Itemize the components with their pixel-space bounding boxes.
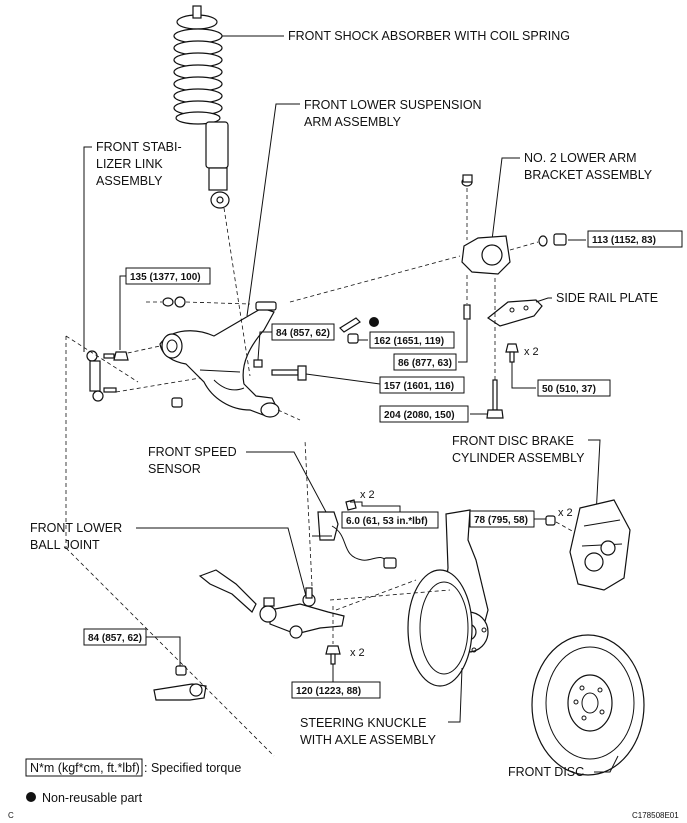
bolt-120	[325, 645, 341, 665]
torque-162: 162 (1651, 119)	[374, 336, 444, 347]
label-stab-3: ASSEMBLY	[96, 174, 163, 188]
label-side-rail: SIDE RAIL PLATE	[556, 291, 658, 305]
lower-suspension-arm	[159, 301, 280, 418]
torque-157: 157 (1601, 116)	[384, 381, 454, 392]
label-no2-1: NO. 2 LOWER ARM	[524, 151, 637, 165]
torque-6: 6.0 (61, 53 in.*lbf)	[346, 516, 428, 527]
mult-6: x 2	[360, 489, 375, 501]
bolt-204	[486, 379, 504, 419]
label-speed-2: SENSOR	[148, 462, 201, 476]
torque-120: 120 (1223, 88)	[296, 686, 361, 697]
legend-nonreusable-dot	[26, 792, 36, 802]
lower-ball-joint	[259, 587, 345, 639]
torque-78: 78 (795, 58)	[474, 515, 528, 526]
torque-113: 113 (1152, 83)	[592, 235, 656, 246]
nut-113	[538, 233, 567, 247]
legend-torque-box	[25, 758, 143, 777]
torque-86: 86 (877, 63)	[398, 358, 452, 369]
label-lower-arm-1: FRONT LOWER SUSPENSION	[304, 98, 482, 112]
nut-135	[113, 351, 129, 361]
label-ball-2: BALL JOINT	[30, 538, 100, 552]
shock-absorber	[173, 5, 230, 209]
speed-sensor	[312, 511, 397, 569]
stabilizer-link	[86, 350, 117, 402]
label-brake-1: FRONT DISC BRAKE	[452, 434, 574, 448]
label-stab-2: LIZER LINK	[96, 157, 163, 171]
label-speed-1: FRONT SPEED	[148, 445, 237, 459]
legend-torque-box-text: N*m (kgf*cm, ft.*lbf)	[30, 761, 140, 775]
label-disc: FRONT DISC	[508, 765, 584, 779]
torque-84-bottom: 84 (857, 62)	[88, 633, 142, 644]
label-knuckle-2: WITH AXLE ASSEMBLY	[300, 733, 437, 747]
nut-84-top	[253, 359, 263, 368]
label-ball-1: FRONT LOWER	[30, 521, 122, 535]
legend-nonreusable-text: Non-reusable part	[42, 791, 143, 805]
torque-204: 204 (2080, 150)	[384, 410, 455, 421]
legend-torque-text: : Specified torque	[144, 761, 241, 775]
drive-shaft	[198, 569, 257, 613]
nut-arm-rear	[171, 397, 183, 408]
figure-code: C178508E01	[632, 811, 679, 820]
label-shock: FRONT SHOCK ABSORBER WITH COIL SPRING	[288, 29, 570, 43]
brake-caliper	[569, 499, 631, 591]
label-stab-1: FRONT STABI-	[96, 140, 182, 154]
label-no2-2: BRACKET ASSEMBLY	[524, 168, 653, 182]
no2-bracket	[461, 174, 511, 320]
label-knuckle-1: STEERING KNUCKLE	[300, 716, 426, 730]
tie-rod-end	[153, 665, 207, 701]
mult-78: x 2	[558, 507, 573, 519]
dust-shield	[407, 569, 473, 687]
nut-162	[339, 317, 361, 344]
label-brake-2: CYLINDER ASSEMBLY	[452, 451, 585, 465]
bolt-50	[505, 343, 519, 363]
corner-letter: C	[8, 811, 14, 820]
torque-50: 50 (510, 37)	[542, 384, 596, 395]
nonreusable-dot-162	[369, 317, 379, 327]
mult-120: x 2	[350, 647, 365, 659]
torque-135: 135 (1377, 100)	[130, 272, 201, 283]
bolt-78	[545, 515, 556, 526]
label-lower-arm-2: ARM ASSEMBLY	[304, 115, 402, 129]
front-disc	[531, 634, 645, 776]
side-rail-plate	[486, 299, 543, 327]
bolt-157	[271, 365, 307, 381]
washers-135	[162, 296, 186, 308]
mult-50: x 2	[524, 346, 539, 358]
torque-84-top: 84 (857, 62)	[276, 328, 330, 339]
